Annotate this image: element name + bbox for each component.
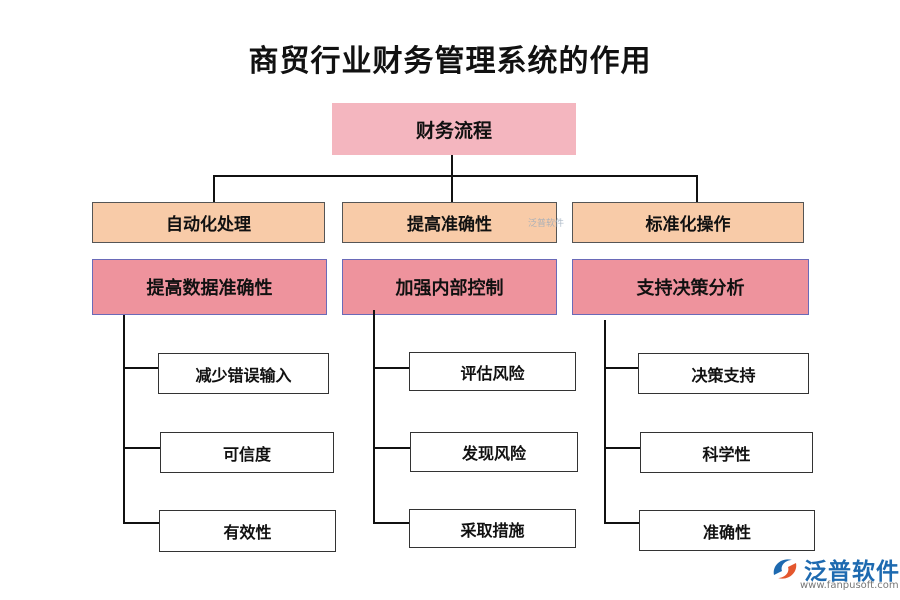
level1-bus [213,175,698,177]
watermark-center: 泛普软件 [528,219,565,229]
leaf-accuracy: 准确性 [639,510,815,551]
level2-node-data-accuracy: 提高数据准确性 [92,259,327,315]
level1-node-standard: 标准化操作 [572,202,804,243]
leaf-reduce-errors: 减少错误输入 [158,353,329,394]
brand-url: www.fanpusoft.com [800,580,899,591]
leaf-take-measures: 采取措施 [409,509,576,548]
leaf-credibility: 可信度 [160,432,334,473]
level1-drop-1 [213,175,215,203]
brand-logo-text: 泛普软件 [804,559,900,585]
leaf-discover-risk: 发现风险 [410,432,578,472]
level2-node-internal-control: 加强内部控制 [342,259,557,315]
leaf-effectiveness: 有效性 [159,510,336,552]
level2-node-decision: 支持决策分析 [572,259,809,315]
diagram-title: 商贸行业财务管理系统的作用 [248,44,652,79]
col3-branch-1 [604,367,638,369]
brand-logo: 泛普软件 [770,552,900,586]
col1-branch-2 [123,447,160,449]
col3-branch-3 [604,522,639,524]
col2-trunk [373,310,375,524]
col2-branch-2 [373,447,410,449]
root-stem [451,155,453,203]
col3-trunk [604,320,606,524]
level1-drop-3 [696,175,698,203]
col1-trunk [123,315,125,524]
leaf-assess-risk: 评估风险 [409,352,576,391]
col3-branch-2 [604,447,640,449]
col2-branch-3 [373,522,409,524]
col1-branch-3 [123,522,159,524]
level1-node-accuracy: 提高准确性 [342,202,557,243]
col2-branch-1 [373,367,409,369]
col1-branch-1 [123,367,158,369]
root-node: 财务流程 [332,103,576,155]
leaf-scientific: 科学性 [640,432,813,473]
leaf-decision-support: 决策支持 [638,353,809,394]
fanpu-swirl-icon [773,559,797,579]
level1-node-automation: 自动化处理 [92,202,325,243]
